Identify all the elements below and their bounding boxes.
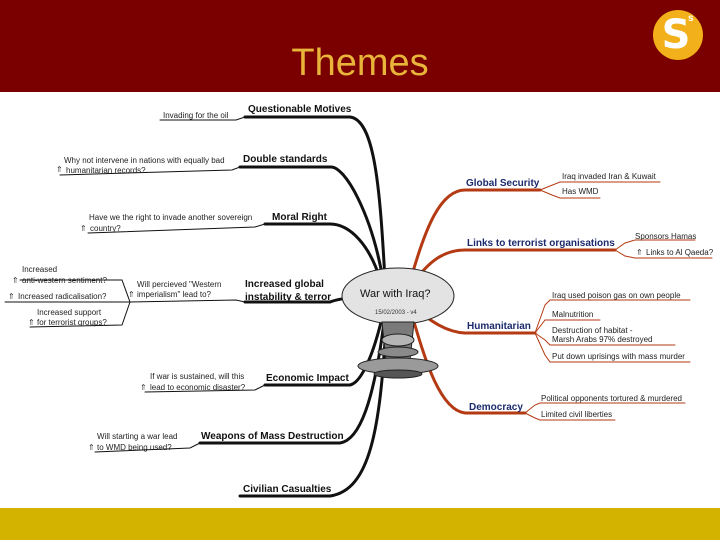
note-icon: ⇑ xyxy=(28,318,35,327)
note-global-1: Iraq invaded Iran & Kuwait xyxy=(562,172,656,181)
topic-instability-2: instability & terror xyxy=(245,292,332,303)
note-wmd-1: Will starting a war lead xyxy=(97,432,178,441)
note-double-2: humanitarian records? xyxy=(66,166,146,175)
note-moral-2: country? xyxy=(90,224,121,233)
topic-humanitarian: Humanitarian xyxy=(467,321,531,332)
note-icon: ⇑ xyxy=(140,383,147,392)
note-oil: Invading for the oil xyxy=(163,111,229,120)
branch-moral xyxy=(263,222,383,284)
slide-title: Themes xyxy=(291,42,429,84)
note-wmd-2: to WMD being used? xyxy=(97,443,172,452)
branch-double xyxy=(238,165,385,282)
note-icon: ⇑ xyxy=(8,292,15,301)
footer-bar xyxy=(0,508,720,540)
topic-instability-1: Increased global xyxy=(245,279,324,290)
topic-double-standards: Double standards xyxy=(243,154,328,165)
note-sub-1: Increased xyxy=(22,265,58,274)
branch-global xyxy=(410,188,542,277)
note-moral-1: Have we the right to invade another sove… xyxy=(89,213,253,222)
note-sub-5: for terrorist groups? xyxy=(37,318,107,327)
logo-letter: S xyxy=(661,12,691,58)
branch-questionable xyxy=(243,115,387,282)
center-date: 15/02/2003 - v4 xyxy=(375,310,417,316)
note-links-1: Sponsors Hamas xyxy=(635,232,697,241)
branch-democracy xyxy=(410,313,527,415)
note-economic-2: lead to economic disaster? xyxy=(150,383,246,392)
topic-civilian-casualties: Civilian Casualties xyxy=(243,484,332,495)
note-hum-4: Marsh Arabs 97% destroyed xyxy=(552,335,653,344)
note-double-1: Why not intervene in nations with equall… xyxy=(64,156,225,165)
topic-global-security: Global Security xyxy=(466,178,540,189)
topic-democracy: Democracy xyxy=(469,402,523,413)
note-sub-2: anti-western sentiment? xyxy=(22,276,107,285)
note-icon: ⇑ xyxy=(128,290,135,299)
note-global-2: Has WMD xyxy=(562,187,599,196)
note-icon: ⇑ xyxy=(88,443,95,452)
logo-superscript: s xyxy=(688,13,694,24)
center-title: War with Iraq? xyxy=(360,288,431,300)
logo: S s xyxy=(653,10,703,60)
topic-links-terrorist: Links to terrorist organisations xyxy=(467,238,615,249)
topic-economic-impact: Economic Impact xyxy=(266,373,349,384)
topic-wmd: Weapons of Mass Destruction xyxy=(201,431,344,442)
note-icon: ⇑ xyxy=(12,276,19,285)
note-icon: ⇑ xyxy=(80,224,87,233)
note-hum-2: Malnutrition xyxy=(552,310,594,319)
note-economic-1: If war is sustained, will this xyxy=(150,372,245,381)
header-bar xyxy=(0,0,720,92)
note-icon: ⇑ xyxy=(636,248,643,257)
note-western-2: imperialism" lead to? xyxy=(137,290,211,299)
note-hum-1: Iraq used poison gas on own people xyxy=(552,291,681,300)
center-cloud xyxy=(341,267,455,379)
note-hum-5: Put down uprisings with mass murder xyxy=(552,352,685,361)
note-western-1: Will percieved "Western xyxy=(137,280,222,289)
note-dem-2: Limited civil liberties xyxy=(541,410,613,419)
note-hum-3: Destruction of habitat - xyxy=(552,326,633,335)
note-sub-4: Increased support xyxy=(37,308,102,317)
branch-links xyxy=(412,248,617,284)
note-sub-3: Increased radicalisation? xyxy=(18,292,107,301)
note-links-2: Links to Al Qaeda? xyxy=(646,248,714,257)
note-dem-1: Political opponents tortured & murdered xyxy=(541,394,682,403)
topic-moral-right: Moral Right xyxy=(272,212,327,223)
note-icon: ⇑ xyxy=(56,165,63,174)
topic-questionable-motives: Questionable Motives xyxy=(248,104,352,115)
